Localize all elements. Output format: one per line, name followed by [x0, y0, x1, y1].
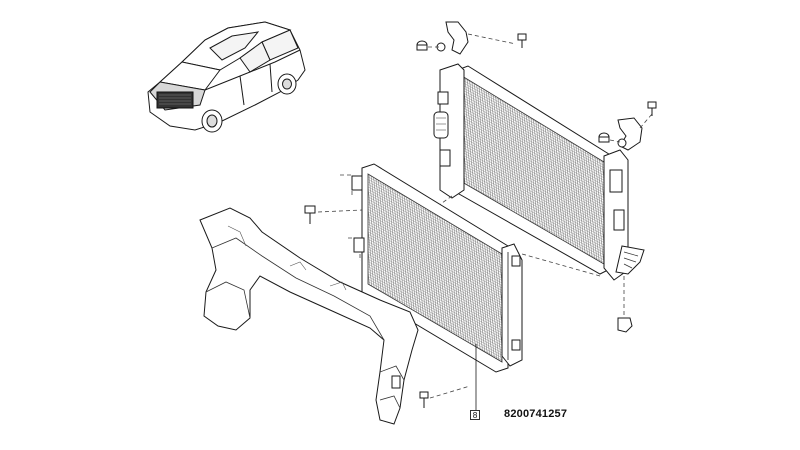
condenser — [351, 163, 523, 373]
callout-ref-box: 8 — [470, 410, 480, 420]
car-illustration — [147, 21, 306, 133]
grommet — [416, 40, 633, 333]
part-number-label: 8200741257 — [504, 408, 568, 420]
air-deflector — [199, 207, 419, 425]
radiator — [433, 63, 645, 281]
bolt — [304, 33, 657, 408]
